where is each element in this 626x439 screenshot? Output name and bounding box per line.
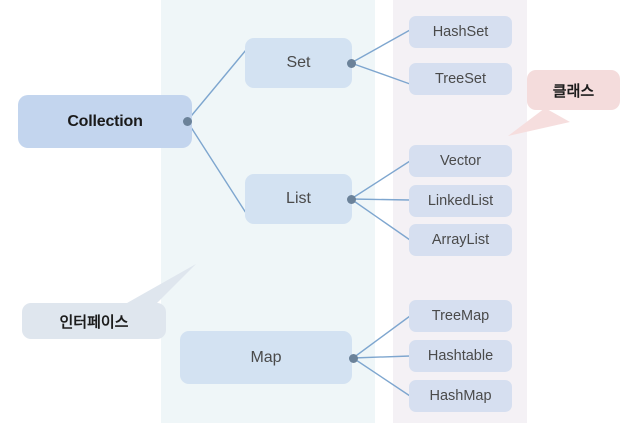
connector-dot-set [347, 59, 356, 68]
node-hashtable-label: Hashtable [427, 348, 494, 364]
node-list[interactable]: List [245, 174, 352, 224]
node-collection-label: Collection [67, 112, 143, 130]
node-vector-label: Vector [439, 153, 482, 169]
node-linkedlist-label: LinkedList [427, 193, 494, 209]
node-map[interactable]: Map [180, 331, 352, 384]
connector-dot-map [349, 354, 358, 363]
node-treeset-label: TreeSet [434, 71, 487, 87]
node-hashset-label: HashSet [432, 24, 489, 40]
callout-class[interactable]: 클래스 [527, 70, 620, 110]
node-treemap[interactable]: TreeMap [409, 300, 512, 332]
connector-dot-collection [183, 117, 192, 126]
node-arraylist[interactable]: ArrayList [409, 224, 512, 256]
connector-dot-list [347, 195, 356, 204]
node-collection[interactable]: Collection [18, 95, 192, 148]
node-treemap-label: TreeMap [431, 308, 490, 324]
node-list-label: List [286, 190, 311, 207]
node-treeset[interactable]: TreeSet [409, 63, 512, 95]
callout-class-label: 클래스 [552, 82, 595, 100]
node-set-label: Set [286, 54, 311, 71]
node-arraylist-label: ArrayList [431, 232, 490, 248]
node-set[interactable]: Set [245, 38, 352, 88]
node-hashset[interactable]: HashSet [409, 16, 512, 48]
node-vector[interactable]: Vector [409, 145, 512, 177]
node-hashtable[interactable]: Hashtable [409, 340, 512, 372]
node-hashmap[interactable]: HashMap [409, 380, 512, 412]
callout-interface[interactable]: 인터페이스 [22, 303, 166, 339]
node-map-label: Map [250, 348, 282, 366]
node-linkedlist[interactable]: LinkedList [409, 185, 512, 217]
node-hashmap-label: HashMap [429, 388, 492, 404]
callout-interface-label: 인터페이스 [59, 313, 129, 331]
